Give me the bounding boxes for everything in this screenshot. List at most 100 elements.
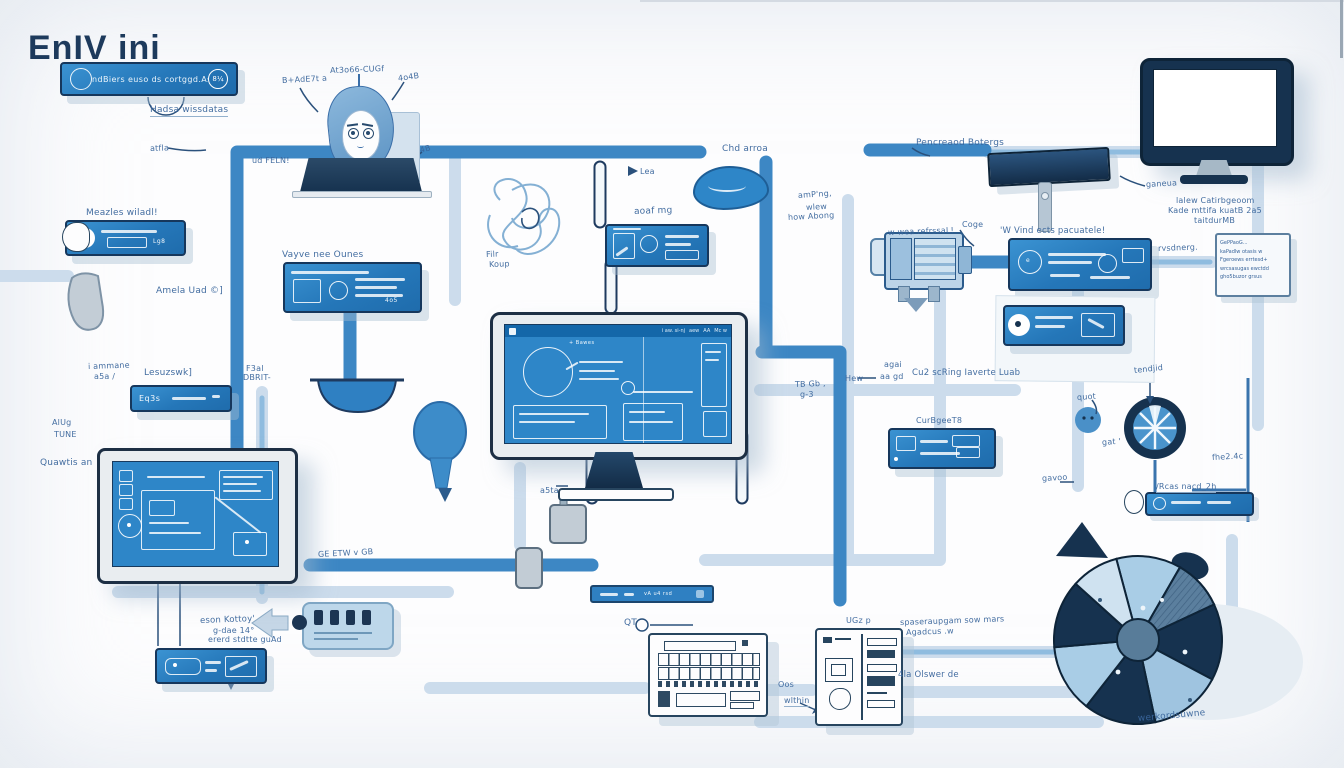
top-edge-line <box>640 0 1344 2</box>
wheel-bar <box>1145 492 1254 516</box>
annotation-label: Koup <box>488 259 510 269</box>
right-pupil <box>366 131 370 135</box>
annotation-label: gavoo <box>1041 472 1068 483</box>
annotation-label: aa gd <box>880 372 904 381</box>
annotation-label: agai <box>884 360 902 369</box>
annotation-label: Coge <box>962 220 984 229</box>
window-icon <box>509 327 516 335</box>
annotation-label: werkordsuwne <box>1137 708 1206 724</box>
annotation-label: 'W Vind ects pacuatele! <box>1000 226 1106 236</box>
top-center-panel <box>605 224 709 267</box>
annotation-label: how Abong <box>787 210 835 222</box>
annotation-label: gat ' <box>1101 436 1122 447</box>
annotation-label: Agadcus .w <box>905 626 954 637</box>
antenna <box>358 74 360 86</box>
annotation-label: Filr <box>485 249 499 259</box>
note-box: GePPaoG... kaPadlw otasis w Fgeroews errte… <box>1215 233 1291 297</box>
annotation-label: quot <box>1076 391 1097 402</box>
annotation-label: g-dae 14° <box>213 626 255 635</box>
annotation-label: ud FELN! <box>252 156 290 165</box>
annotation-label: Pencreaod Botergs <box>916 138 1005 148</box>
central-monitor-neck <box>585 452 643 488</box>
annotation-label: a5ta <box>540 486 559 495</box>
annotation-label: CurBgeeT8 <box>916 416 963 425</box>
tablet-arm-bolt <box>1041 192 1049 200</box>
annotation-label: Kade mttifa kuatB 2a5 <box>1168 206 1262 215</box>
page-title: EnIV ini <box>28 28 161 67</box>
tr-monitor <box>1140 58 1294 166</box>
phone-sketch <box>62 222 90 252</box>
annotation-label: Hadsa wissdatas <box>150 105 229 117</box>
left-monitor-screen <box>112 461 279 567</box>
blue-bar-label: vA u4 rsd <box>644 591 673 597</box>
vent-module <box>302 602 394 650</box>
annotation-label: Cu2 scRing Iaverte Luab <box>912 368 1021 378</box>
annotation-label: a5a / <box>94 372 116 381</box>
note-line: wrcsasugas ewctdd <box>1220 265 1269 272</box>
annotation-label: TB Gb , <box>794 378 826 389</box>
annotation-label: Vayve nee Ounes <box>282 250 364 260</box>
central-monitor-base <box>558 488 674 501</box>
annotation-label: fhe2.4c <box>1211 451 1244 462</box>
tr-monitor-screen <box>1153 69 1277 147</box>
annotation-label: Lea <box>640 167 655 176</box>
central-monitor-screen: i aw. si-nj aew AA Mc w + Bawes <box>504 324 732 444</box>
left-pupil <box>351 131 355 135</box>
eqs-bar-label: Eq3s <box>139 394 161 403</box>
midleft-panel-glyph: 4o5 <box>385 297 398 304</box>
note-line: kaPadlw otasis w <box>1220 248 1263 255</box>
annotation-label: w wea refrssaL! <box>887 225 955 237</box>
top-banner: ndBiers euso ds cortggd.Asnia 8¼ <box>60 62 238 96</box>
annotation-label: /Rcas nacd_2h <box>1156 482 1217 493</box>
annotation-label: rvsdnerg. <box>1157 242 1198 253</box>
annotation-label: aoaf mg <box>633 205 673 217</box>
annotation-label: amP'ng, <box>797 188 833 200</box>
laptop-base <box>292 191 432 198</box>
screen-label: + Bawes <box>569 340 595 346</box>
document-panel <box>815 628 903 726</box>
annotation-label: ganeua <box>1145 178 1178 189</box>
annotation-label: GE ETW v GB <box>317 547 374 559</box>
annotation-label: AlUg <box>52 418 72 427</box>
annotation-label: Meazles wiladl! <box>86 208 158 218</box>
annotation-label: lalew Catirbgeoom <box>1176 196 1255 205</box>
annotation-label: 4o4B <box>397 71 420 83</box>
annotation-label: B+AdE7t a <box>281 73 328 85</box>
note-line: GePPaoG... <box>1220 240 1248 246</box>
pipe-gauge-bar: vA u4 rsd <box>590 585 714 603</box>
note-line: gho5buzor grsus <box>1220 274 1262 280</box>
right-row-panel: e <box>1008 238 1152 291</box>
eye-panel <box>1003 305 1125 346</box>
annotation-label: UGz p <box>846 616 871 625</box>
white-ball <box>1124 490 1144 514</box>
midleft-panel: 4o5 <box>283 262 422 313</box>
annotation-label: g-3 <box>800 390 814 399</box>
cloud-smile <box>708 180 746 192</box>
annotation-label: wlthin <box>784 696 810 707</box>
row-panel-glyph: e <box>1026 257 1031 264</box>
vent-knob <box>292 615 307 630</box>
banner-circle-icon <box>70 68 92 90</box>
annotation-label: Chd arroa <box>722 144 768 154</box>
annotation-label: tendjid <box>1133 362 1164 375</box>
note-line: Fgeroews errtesd+ <box>1220 257 1268 263</box>
annotation-label: 4B <box>418 143 432 155</box>
annotation-label: atfla <box>149 143 170 153</box>
annotation-label: taitdurMB <box>1194 216 1236 225</box>
pump-machine <box>870 228 972 312</box>
lower-right-panel <box>888 428 996 469</box>
central-monitor: i aw. si-nj aew AA Mc w + Bawes <box>490 312 748 460</box>
annotation-label: Amela Uad ©] <box>156 286 223 296</box>
tr-monitor-base <box>1180 175 1248 184</box>
annotation-label: ererd stdtte guAd <box>208 635 282 644</box>
annotation-label: 4la Olswer de <box>898 670 959 680</box>
eqs-bar: Eq3s <box>130 385 232 412</box>
annotation-label: At3o66-CUGf <box>329 64 385 75</box>
annotation-label: Lesuzswk] <box>144 368 193 378</box>
mouth <box>357 144 364 148</box>
annotation-label: F3al <box>246 364 264 373</box>
screen-toolbar: i aw. si-nj aew AA Mc w <box>505 325 731 337</box>
annotation-label: i ammane <box>87 360 130 371</box>
